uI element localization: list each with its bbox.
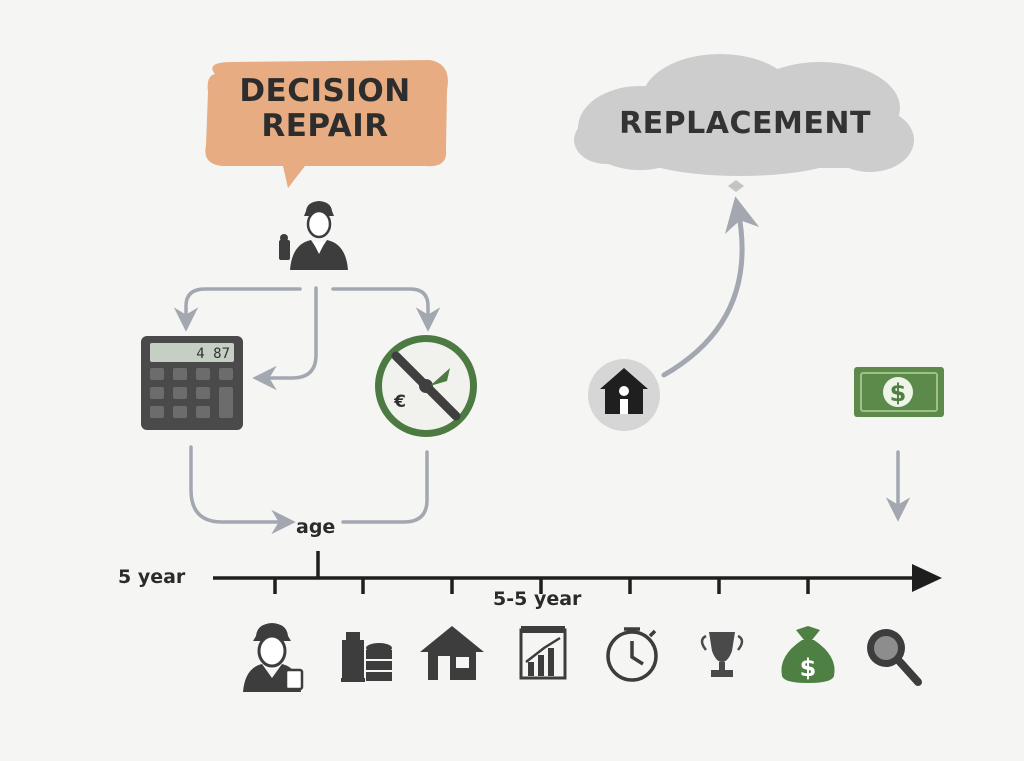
magnifier-icon <box>867 629 922 686</box>
flow-arrows <box>173 196 911 535</box>
decision-bubble-label: DECISION REPAIR <box>205 74 445 144</box>
replacement-cloud <box>574 54 914 192</box>
timeline-range-label: 5-5 year <box>493 588 582 610</box>
decision-line: DECISION <box>239 73 411 109</box>
cost-stack-icon <box>341 632 392 682</box>
stopwatch-icon <box>606 627 658 682</box>
age-label: age <box>296 516 336 538</box>
euro-symbol: € <box>393 392 406 412</box>
money-bag-icon <box>781 626 835 683</box>
house-bottom-icon <box>420 626 484 680</box>
calculator-icon <box>141 336 243 430</box>
replacement-label: REPLACEMENT <box>619 106 871 141</box>
growth-chart-icon <box>519 626 567 680</box>
calculator-display-text: 4 87 <box>196 346 230 362</box>
technician-icon <box>279 201 348 270</box>
timeline-axis <box>213 551 942 594</box>
trophy-icon <box>700 632 744 677</box>
house-circle-icon <box>588 359 660 431</box>
technician-bottom-icon <box>243 623 304 692</box>
money-bag-dollar: $ <box>800 654 817 682</box>
dollar-symbol: $ <box>890 379 907 407</box>
repair-line: REPAIR <box>261 108 389 144</box>
decision-speech-bubble <box>205 60 448 188</box>
timeline-start-label: 5 year <box>118 566 186 588</box>
euro-gauge-icon <box>375 335 477 437</box>
money-bill-icon <box>854 367 944 417</box>
